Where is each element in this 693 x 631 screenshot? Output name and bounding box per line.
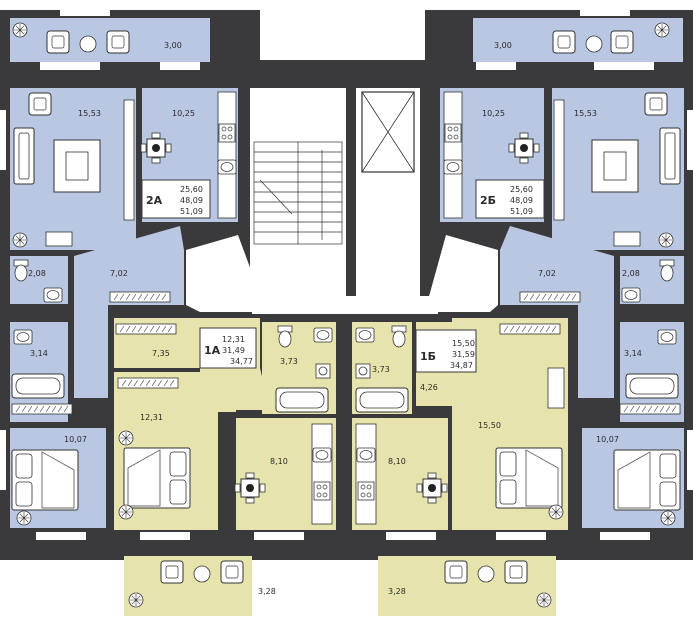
- label-2a-balcony: 3,00: [164, 41, 182, 50]
- apartment-total-balcony-2a: 51,09: [180, 207, 203, 216]
- stairs: [253, 141, 343, 245]
- apartment-code-1a: 1А: [204, 344, 221, 357]
- label-1b-hall: 4,26: [420, 383, 438, 392]
- apartment-total-balcony-2b: 51,09: [510, 207, 533, 216]
- label-1b-kitchen: 8,10: [388, 457, 406, 466]
- apartment-total-balcony-1b: 34,87: [450, 361, 473, 370]
- label-2a-living: 15,53: [78, 109, 101, 118]
- apartment-total-1a: 31,49: [222, 346, 245, 355]
- apartment-box-2a: 2А 25,60 48,09 51,09: [141, 179, 211, 219]
- apartment-code-2a: 2А: [146, 194, 163, 207]
- apartment-box-1b: 1Б 15,50 31,59 34,87: [415, 329, 477, 373]
- furniture-1b-kitchen: [355, 423, 448, 525]
- room-2b-hall: [500, 226, 614, 398]
- apartment-living-2a: 25,60: [180, 185, 203, 194]
- furniture-2b-living: [553, 92, 681, 248]
- apartment-living-2b: 25,60: [510, 185, 533, 194]
- furniture-2a-living: [12, 92, 135, 248]
- label-2a-kitchen: 10,25: [172, 109, 195, 118]
- label-2b-bedroom: 10,07: [596, 435, 619, 444]
- apartment-total-1b: 31,59: [452, 350, 475, 359]
- room-2b-balcony: [473, 18, 683, 62]
- label-2a-bath: 3,14: [30, 349, 48, 358]
- label-2a-bedroom: 10,07: [64, 435, 87, 444]
- label-1a-kitchen: 8,10: [270, 457, 288, 466]
- apartment-box-1a: 1А 12,31 31,49 34,77: [199, 327, 257, 369]
- furniture-2a-kitchen: [140, 91, 237, 219]
- furniture-1a-kitchen: [234, 423, 333, 525]
- windows: [0, 10, 693, 540]
- room-2a-hall: [74, 226, 184, 398]
- elevator: [361, 91, 415, 173]
- label-1b-balcony: 3,28: [388, 587, 406, 596]
- apartment-box-2b: 2Б 25,60 48,09 51,09: [475, 179, 545, 219]
- furniture-2b-kitchen: [443, 91, 540, 219]
- apartment-living-1b: 15,50: [452, 339, 475, 348]
- label-2b-kitchen: 10,25: [482, 109, 505, 118]
- label-2b-wc: 2,08: [622, 269, 640, 278]
- furniture-1b-room: [495, 367, 565, 520]
- label-1a-balcony: 3,28: [258, 587, 276, 596]
- label-2b-living: 15,53: [574, 109, 597, 118]
- apartment-code-1b: 1Б: [420, 350, 436, 363]
- furniture-balconies: [12, 22, 670, 608]
- apartment-total-balcony-1a: 34,77: [230, 357, 253, 366]
- room-labels: 3,00 15,53 10,25 2,08 7,02 3,14 10,07 3,…: [28, 41, 642, 596]
- label-1a-bath: 3,73: [280, 357, 298, 366]
- label-1a-room: 12,31: [140, 413, 163, 422]
- label-1b-bath: 3,73: [372, 365, 390, 374]
- label-2b-hall: 7,02: [538, 269, 556, 278]
- label-2a-hall: 7,02: [110, 269, 128, 278]
- apartment-code-2b: 2Б: [480, 194, 496, 207]
- apartment-total-2a: 48,09: [180, 196, 203, 205]
- apartment-total-2b: 48,09: [510, 196, 533, 205]
- label-2a-wc: 2,08: [28, 269, 46, 278]
- apartment-living-1a: 12,31: [222, 335, 245, 344]
- label-1b-room: 15,50: [478, 421, 501, 430]
- label-2b-bath: 3,14: [624, 349, 642, 358]
- label-2b-balcony: 3,00: [494, 41, 512, 50]
- label-1a-hall: 7,35: [152, 349, 170, 358]
